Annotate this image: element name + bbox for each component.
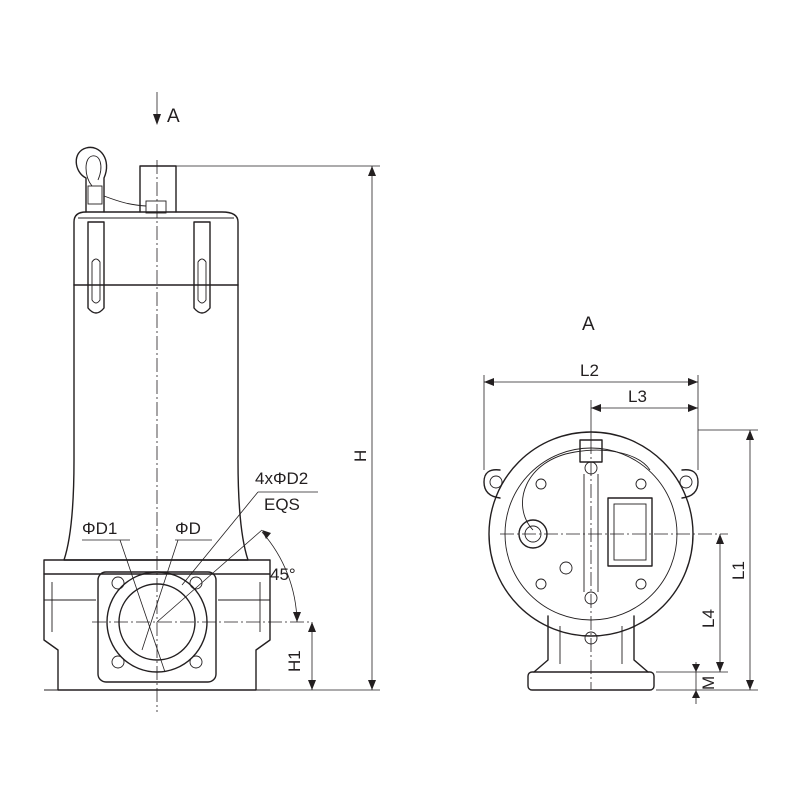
bolt-hole-bl bbox=[111, 655, 125, 669]
l3-arrow-right bbox=[688, 404, 698, 412]
label-l1: L1 bbox=[729, 561, 748, 580]
view-arrow-label: A bbox=[167, 106, 180, 127]
view-a-lug-left bbox=[483, 469, 501, 499]
handle-left bbox=[87, 221, 105, 314]
label-l3: L3 bbox=[628, 387, 647, 406]
l4-arrow-top bbox=[716, 534, 724, 544]
label-eqs: EQS bbox=[264, 495, 300, 514]
view-a-bolt-1 bbox=[535, 478, 547, 490]
view-a-neck-inner bbox=[559, 626, 623, 664]
view-a-bolt-4 bbox=[635, 578, 647, 590]
view-a-plug bbox=[559, 561, 573, 575]
l4-arrow-bottom bbox=[716, 662, 724, 672]
front-view: A bbox=[43, 92, 380, 712]
view-a-handle-bar bbox=[583, 474, 599, 592]
view-a-bolt-2 bbox=[635, 478, 647, 490]
handle-left-inner bbox=[91, 258, 101, 304]
h1-arrow-bottom bbox=[308, 680, 316, 690]
label-l2: L2 bbox=[580, 361, 599, 380]
l1-arrow-top bbox=[746, 430, 754, 440]
lifting-eye-inner bbox=[85, 155, 102, 187]
cable bbox=[103, 195, 147, 207]
view-a: A L2 L3 bbox=[483, 314, 758, 704]
h-arrow-bottom bbox=[368, 680, 376, 690]
handle-right-inner bbox=[197, 258, 207, 304]
view-a-nameplate bbox=[607, 497, 653, 567]
cable-nut bbox=[145, 200, 167, 214]
lifting-eye bbox=[75, 146, 108, 213]
l1-arrow-bottom bbox=[746, 680, 754, 690]
h-arrow-top bbox=[368, 166, 376, 176]
d1-leader bbox=[119, 539, 166, 673]
handle-right bbox=[193, 221, 211, 314]
volute-ribs bbox=[44, 582, 270, 632]
l3-arrow-left bbox=[591, 404, 601, 412]
label-d1: ΦD1 bbox=[82, 519, 117, 538]
angle-arrow-top bbox=[262, 530, 271, 539]
view-arrow-head bbox=[153, 114, 161, 125]
cable-clamp bbox=[87, 185, 103, 205]
l2-arrow-left bbox=[484, 378, 494, 386]
view-a-base-plate bbox=[527, 671, 655, 691]
view-a-lug-right bbox=[681, 469, 699, 499]
h1-arrow-top bbox=[308, 622, 316, 632]
motor-cover bbox=[73, 211, 239, 286]
bolt-hole-br bbox=[189, 655, 203, 669]
l2-arrow-right bbox=[688, 378, 698, 386]
angle-arrow-bottom bbox=[293, 612, 301, 622]
label-h: H bbox=[351, 450, 370, 462]
view-a-neck-bolt bbox=[584, 631, 598, 645]
volute-flange-band bbox=[43, 559, 271, 575]
view-a-discharge-neck bbox=[533, 615, 649, 673]
d2-leader bbox=[181, 491, 259, 586]
view-a-nameplate-inner bbox=[613, 503, 647, 561]
m-arrow-bottom bbox=[692, 690, 700, 698]
d-leader bbox=[141, 539, 179, 651]
view-a-title: A bbox=[582, 314, 595, 335]
label-d2: 4xΦD2 bbox=[255, 469, 308, 488]
label-d: ΦD bbox=[175, 519, 201, 538]
label-l4: L4 bbox=[699, 609, 718, 628]
view-a-bolt-3 bbox=[535, 578, 547, 590]
m-arrow-top bbox=[692, 664, 700, 672]
view-a-cable bbox=[522, 449, 651, 531]
angle-ref-line bbox=[156, 529, 263, 623]
view-a-lug-left-hole bbox=[489, 475, 503, 489]
bolt-hole-tr bbox=[189, 576, 203, 590]
label-angle: 45° bbox=[270, 565, 296, 584]
label-h1: H1 bbox=[285, 650, 304, 672]
cable-outlet bbox=[139, 165, 177, 213]
label-m: M bbox=[699, 676, 718, 690]
view-a-lug-right-hole bbox=[679, 475, 693, 489]
bolt-hole-tl bbox=[111, 576, 125, 590]
